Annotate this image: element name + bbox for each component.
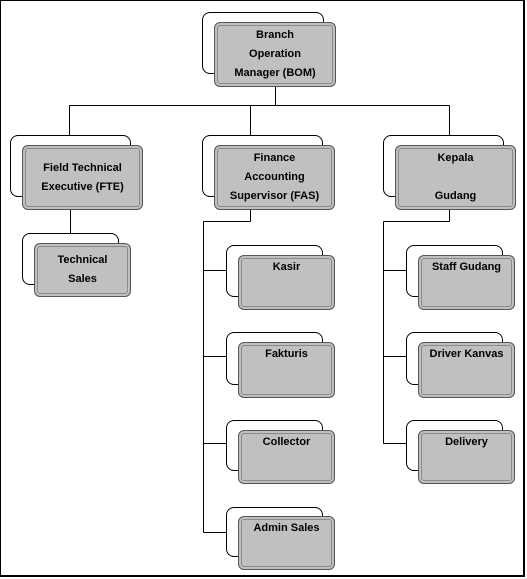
node-driver-kanvas-label: Driver Kanvas — [429, 348, 504, 360]
node-technical-sales: Technical Sales — [22, 233, 131, 297]
node-kasir-label: Kasir — [272, 261, 301, 273]
node-bom: Branch Operation Manager (BOM) — [202, 12, 336, 87]
node-staff-gudang-label: Staff Gudang — [431, 261, 502, 273]
node-fte: Field Technical Executive (FTE) — [10, 135, 143, 210]
node-kepala-gudang-label: Kepala Gudang — [434, 152, 477, 202]
node-fakturis-label: Fakturis — [265, 348, 308, 360]
node-collector: Collector — [226, 420, 335, 484]
node-fte-label: Field Technical Executive (FTE) — [41, 161, 124, 193]
node-kepala-gudang: Kepala Gudang — [383, 135, 516, 210]
node-admin-sales: Admin Sales — [226, 507, 335, 570]
node-collector-label: Collector — [262, 436, 311, 448]
node-fas: Finance Accounting Supervisor (FAS) — [202, 135, 335, 210]
node-technical-sales-label: Technical Sales — [57, 254, 108, 285]
node-delivery-label: Delivery — [445, 436, 488, 448]
node-delivery: Delivery — [406, 420, 515, 484]
node-admin-sales-label: Admin Sales — [253, 522, 320, 534]
node-staff-gudang: Staff Gudang — [406, 245, 515, 310]
node-bom-label: Branch Operation Manager (BOM) — [234, 29, 316, 79]
node-fakturis: Fakturis — [226, 332, 335, 398]
node-kasir: Kasir — [226, 245, 335, 310]
node-driver-kanvas: Driver Kanvas — [406, 332, 515, 398]
node-fas-label: Finance Accounting Supervisor (FAS) — [229, 152, 320, 202]
